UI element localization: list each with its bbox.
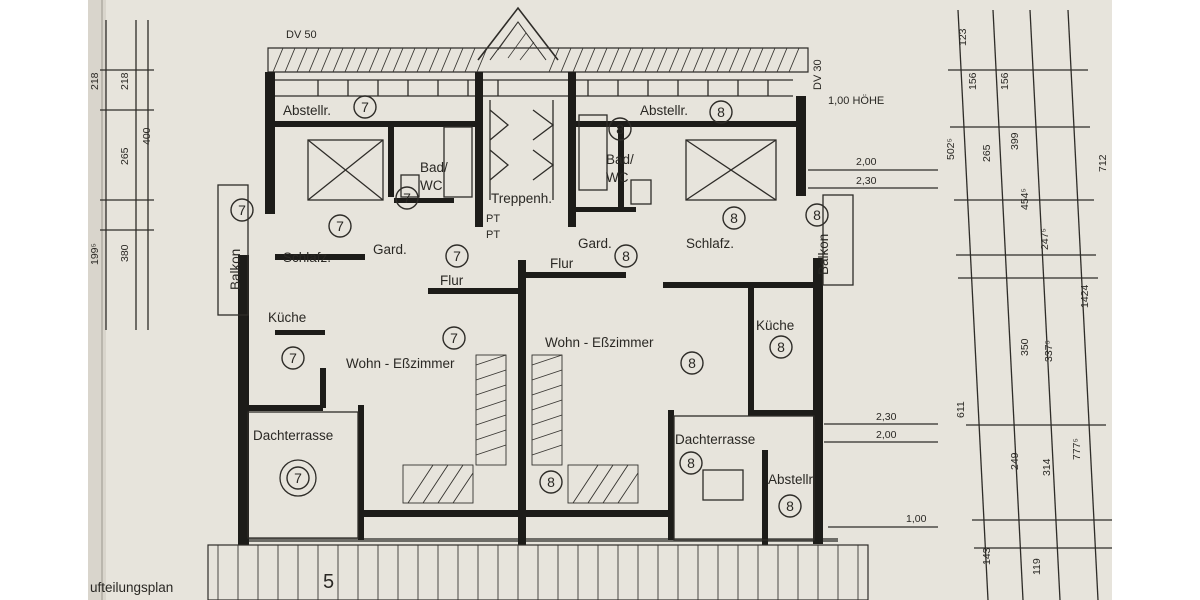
chain-label: 502⁵	[945, 138, 957, 160]
footer-caption: ufteilungsplan	[90, 580, 173, 595]
outer-walls	[238, 72, 838, 545]
room-label-abstell-right: Abstellr.	[640, 103, 688, 118]
unit-number: 8	[616, 121, 624, 137]
chain-label: 199⁵	[89, 243, 101, 265]
room-label-kueche-right: Küche	[756, 318, 794, 333]
unit-markers-8: 8 8 8 8 8 8 8 8 8 8	[539, 100, 829, 518]
room-label-gard-right: Gard.	[578, 236, 612, 251]
chain-label: 314	[1041, 458, 1053, 476]
room-label-schlafz-right: Schlafz.	[686, 236, 734, 251]
unit-number: 8	[730, 210, 738, 226]
unit-number: 7	[238, 202, 246, 218]
roof-pitch-right: DV 30	[812, 59, 824, 90]
roof-edge	[267, 6, 809, 73]
chain-label: 265	[119, 147, 131, 165]
chain-label: 156	[967, 72, 979, 90]
unit-number: 8	[688, 355, 696, 371]
room-label-balkon-right: Balkon	[816, 234, 831, 275]
room-label-bad-left-1: Bad/	[420, 160, 448, 175]
chain-label: 249	[1009, 452, 1021, 470]
fixtures	[307, 100, 777, 205]
room-label-bad-left-2: WC	[420, 178, 443, 193]
unit-number: 7	[450, 330, 458, 346]
dormer-row	[273, 79, 793, 97]
chain-label: 611	[955, 401, 967, 418]
room-label-bad-right-1: Bad/	[606, 152, 634, 167]
chain-label: 218	[119, 72, 131, 90]
unit-number: 7	[453, 248, 461, 264]
chain-label: 247⁵	[1039, 228, 1051, 250]
chain-label: 143	[981, 547, 993, 565]
dimension-label: 1,00	[906, 513, 927, 525]
terraces	[247, 411, 815, 541]
floor-plan-drawing: DV 50 DV 30 1,00 HÖHE Abstellr. Bad/ WC …	[88, 0, 1112, 600]
height-note: 1,00 HÖHE	[828, 95, 884, 107]
room-label-dachterrasse-left: Dachterrasse	[253, 428, 333, 443]
right-dimension-lines	[808, 9, 1112, 600]
bottom-edge	[207, 544, 869, 600]
unit-number: 7	[403, 190, 411, 206]
unit-number: 7	[294, 470, 302, 486]
inner-walls	[238, 127, 818, 545]
unit-number: 8	[547, 474, 555, 490]
room-label-kueche-left: Küche	[268, 310, 306, 325]
room-label-balkon-left: Balkon	[228, 249, 243, 290]
unit-markers-7: 7 7 7 7 7 7 7 7	[230, 95, 469, 490]
chain-label: 454⁵	[1019, 188, 1031, 210]
room-label-flur-left: Flur	[440, 273, 464, 288]
chain-label: 712	[1097, 154, 1109, 172]
chain-label: 400	[141, 127, 153, 145]
unit-number: 8	[786, 498, 794, 514]
dimension-label: 2,30	[856, 175, 877, 187]
dimension-chain-left: 218 218 400 265 199⁵ 380	[89, 72, 153, 265]
hatched-areas	[402, 354, 639, 504]
unit-number: 7	[289, 350, 297, 366]
balconies	[217, 184, 854, 316]
unit-number: 7	[361, 99, 369, 115]
room-label-flur-right: Flur	[550, 256, 574, 271]
room-label-schlafz-left: Schlafz.	[283, 250, 331, 265]
unit-number: 8	[622, 248, 630, 264]
unit-number: 7	[336, 218, 344, 234]
unit-number: 8	[717, 104, 725, 120]
room-label-abstell-left: Abstellr.	[283, 103, 331, 118]
dimension-label: 2,30	[876, 411, 897, 423]
room-label-pt-2: PT	[486, 229, 500, 241]
floor-plan-sheet: DV 50 DV 30 1,00 HÖHE Abstellr. Bad/ WC …	[88, 0, 1112, 600]
chain-label: 777⁵	[1071, 438, 1083, 460]
left-dimension-chain	[100, 20, 154, 330]
room-label-dachterrasse-right: Dachterrasse	[675, 432, 755, 447]
chain-label: 119	[1031, 558, 1043, 575]
chain-label: 123	[957, 28, 969, 46]
chain-label: 265	[981, 144, 993, 162]
dimension-chain-right: 123 156 156 502⁵ 265 399 454⁵ 247⁵ 1424 …	[945, 28, 1109, 575]
page-number: 5	[323, 571, 334, 593]
chain-label: 218	[89, 72, 101, 90]
chain-label: 337⁵	[1043, 340, 1055, 362]
chain-label: 380	[119, 244, 131, 262]
unit-number: 8	[687, 455, 695, 471]
dimension-label: 2,00	[856, 156, 877, 168]
room-label-wohn-right: Wohn - Eßzimmer	[545, 335, 654, 350]
room-label-wohn-left: Wohn - Eßzimmer	[346, 356, 455, 371]
chain-label: 399	[1009, 132, 1021, 150]
room-label-treppenhaus: Treppenh.	[491, 191, 552, 206]
chain-label: 350	[1019, 338, 1031, 356]
room-label-pt-1: PT	[486, 213, 500, 225]
chain-label: 156	[999, 72, 1011, 90]
room-label-gard-left: Gard.	[373, 242, 407, 257]
room-label-bad-right-2: WC	[606, 170, 629, 185]
dimension-label: 2,00	[876, 429, 897, 441]
unit-number: 8	[777, 339, 785, 355]
unit-number: 8	[813, 207, 821, 223]
roof-pitch-left: DV 50	[286, 29, 317, 41]
room-label-abstell-right-lower: Abstellr.	[768, 472, 816, 487]
chain-label: 1424	[1079, 284, 1091, 308]
